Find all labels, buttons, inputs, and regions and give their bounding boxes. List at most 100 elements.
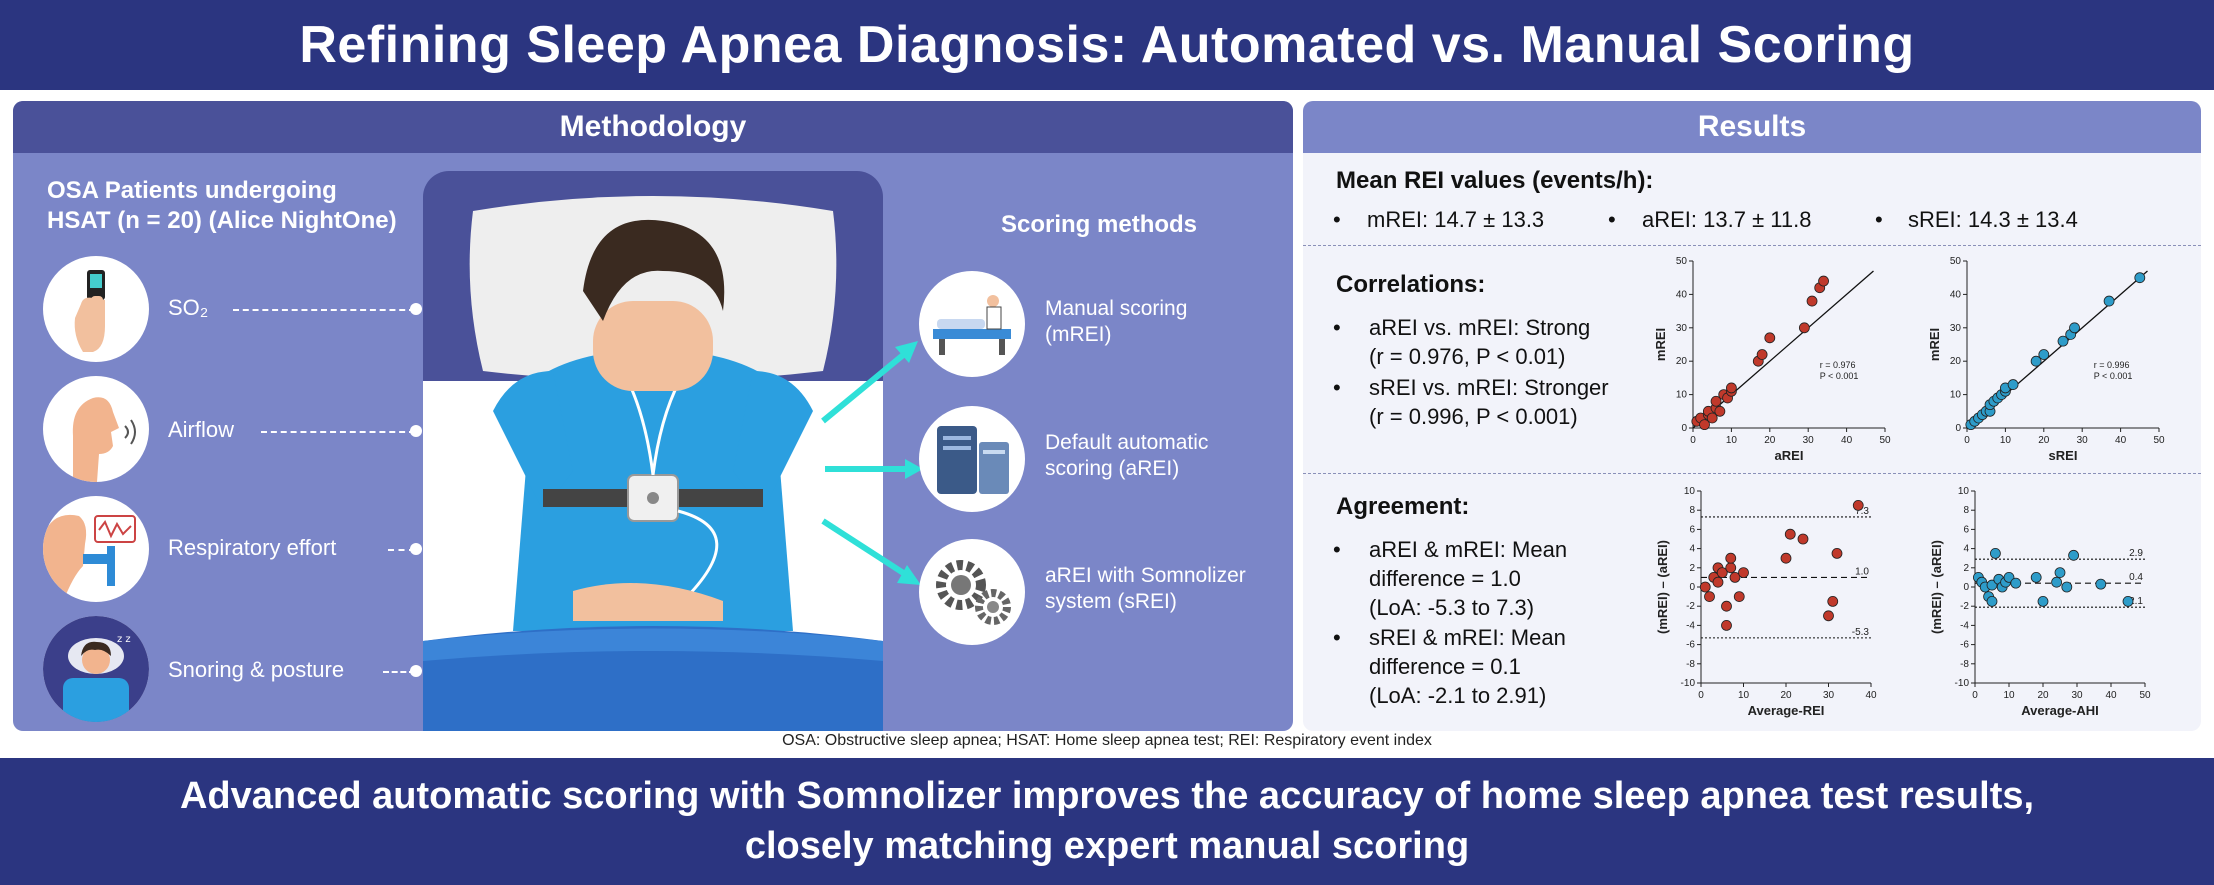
connector-dot (410, 665, 422, 677)
data-point (1699, 419, 1710, 431)
scoring-2-line1: Default automatic (1045, 431, 1209, 454)
x-axis-label: Average-REI (1748, 703, 1825, 718)
methodology-heading: Methodology (13, 101, 1293, 153)
reference-line-label: 1.0 (1855, 566, 1869, 577)
patient-illustration (423, 171, 883, 731)
dashed-connector (383, 671, 415, 673)
methodology-panel: Methodology OSA Patients undergoing HSAT… (13, 101, 1293, 731)
mean-arei: aREI: 13.7 ± 11.8 (1642, 207, 1812, 232)
annotation-p: P < 0.001 (2094, 371, 2133, 381)
x-tick-label: 40 (2115, 435, 2127, 446)
data-point (1725, 562, 1737, 574)
x-tick-label: 0 (1698, 690, 1704, 701)
sleeping-person-icon: z z (43, 616, 149, 722)
x-tick-label: 0 (1964, 435, 1970, 446)
reference-line-label: -5.3 (1852, 627, 1870, 638)
data-point (1784, 528, 1796, 540)
patients-line1: OSA Patients undergoing (47, 177, 337, 204)
connector-dot (410, 543, 422, 555)
signal-label-snoring-posture: Snoring & posture (168, 657, 345, 682)
page-title: Refining Sleep Apnea Diagnosis: Automate… (0, 0, 2214, 90)
x-tick-label: 10 (2000, 435, 2012, 446)
data-point (1797, 533, 1809, 545)
manual-scoring-icon (919, 271, 1025, 377)
x-axis-label: Average-AHI (2021, 703, 2099, 718)
annotation-r: r = 0.996 (2094, 360, 2130, 370)
data-point (2061, 581, 2073, 593)
y-tick-label: 10 (1950, 390, 1962, 401)
reference-line-label: 2.9 (2129, 548, 2143, 559)
data-point (2103, 295, 2115, 307)
y-tick-label: -10 (1955, 678, 1970, 689)
x-tick-label: 0 (1690, 435, 1696, 446)
data-point (1729, 572, 1741, 583)
data-point (2038, 349, 2050, 360)
bullet: • (1608, 207, 1616, 232)
signal-label-airflow: Airflow (168, 417, 235, 442)
data-point (1714, 405, 1726, 417)
y-tick-label: 6 (1689, 524, 1695, 535)
agree-1-line1: aREI & mREI: Mean (1369, 537, 1568, 562)
server-icon (919, 406, 1025, 512)
pulse-oximeter-icon (43, 256, 149, 362)
y-tick-label: 30 (1950, 323, 1962, 334)
x-tick-label: 30 (2071, 690, 2083, 701)
results-panel: Results Mean REI values (events/h): • mR… (1303, 101, 2201, 731)
y-tick-label: 20 (1676, 356, 1688, 367)
data-point (1806, 295, 1818, 307)
data-point (1738, 567, 1749, 578)
annotation-p: P < 0.001 (1820, 371, 1859, 381)
results-heading: Results (1303, 101, 2201, 153)
y-tick-label: 50 (1676, 256, 1688, 267)
data-point (2030, 572, 2042, 583)
x-tick-label: 30 (1803, 435, 1815, 446)
y-tick-label: 50 (1950, 256, 1962, 267)
data-point (2057, 335, 2069, 347)
y-tick-label: 40 (1950, 289, 1962, 300)
reference-line-label: -2.1 (2126, 596, 2144, 607)
signal-label-respiratory-effort: Respiratory effort (168, 535, 337, 560)
mean-srei: sREI: 14.3 ± 13.4 (1908, 207, 2078, 232)
bullet: • (1333, 375, 1341, 400)
data-point (2037, 596, 2049, 607)
x-tick-label: 40 (1841, 435, 1853, 446)
annotation-r: r = 0.976 (1820, 360, 1856, 370)
data-point (1764, 332, 1776, 344)
mean-mrei: mREI: 14.7 ± 13.3 (1367, 207, 1545, 232)
data-point (1827, 596, 1839, 607)
y-tick-label: -8 (1960, 659, 1969, 670)
data-point (1726, 382, 1737, 394)
data-point (2010, 577, 2022, 589)
data-point (1716, 567, 1728, 578)
x-tick-label: 40 (1865, 690, 1877, 701)
x-tick-label: 50 (2153, 435, 2165, 446)
corr-1-line2: (r = 0.976, P < 0.01) (1369, 344, 1566, 369)
y-axis-label: (mREI) – (aREI) (1655, 540, 1670, 634)
scoring-2-line2: scoring (aREI) (1045, 457, 1180, 480)
arrows (821, 341, 923, 585)
x-tick-label: 20 (2037, 690, 2049, 701)
agree-2-line1: sREI & mREI: Mean (1369, 625, 1566, 650)
corr-2-line2: (r = 0.996, P < 0.001) (1369, 404, 1578, 429)
y-tick-label: -8 (1686, 659, 1695, 670)
y-tick-label: 10 (1684, 486, 1696, 497)
divider (1303, 473, 2201, 474)
x-tick-label: 10 (1738, 690, 1750, 701)
data-point (1823, 610, 1834, 622)
y-tick-label: -4 (1686, 620, 1695, 631)
data-point (1733, 591, 1745, 602)
data-point (1721, 600, 1732, 612)
connector-dot (410, 303, 422, 315)
y-tick-label: 40 (1676, 289, 1688, 300)
y-tick-label: 6 (1963, 524, 1969, 535)
conclusion-banner: Advanced automatic scoring with Somnoliz… (0, 758, 2214, 885)
y-tick-label: 0 (1681, 423, 1687, 434)
scoring-methods-heading: Scoring methods (1001, 211, 1198, 238)
scoring-3-line2: system (sREI) (1045, 590, 1177, 613)
y-tick-label: 30 (1676, 323, 1688, 334)
scoring-3-line1: aREI with Somnolizer (1045, 564, 1246, 587)
data-point (1831, 548, 1843, 559)
